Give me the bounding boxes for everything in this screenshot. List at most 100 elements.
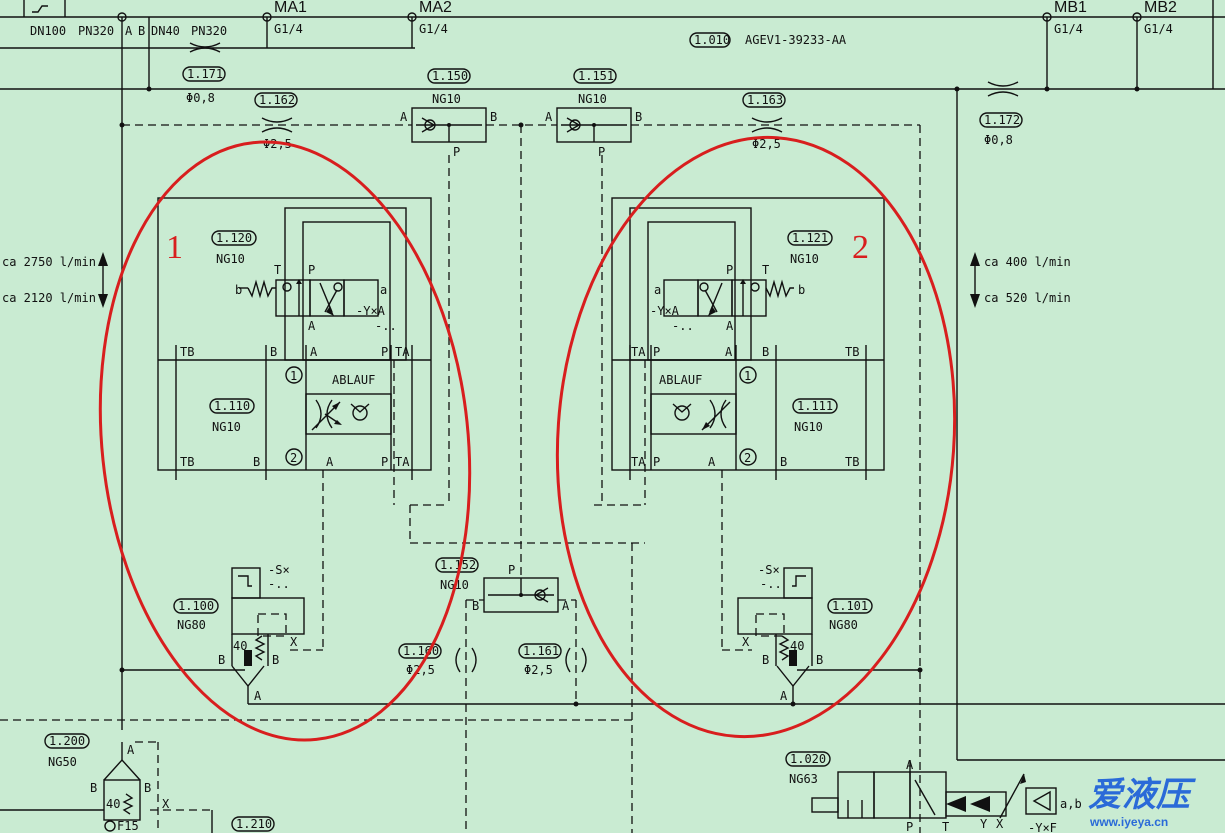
- c1162-id: 1.162: [259, 93, 295, 107]
- left-a-bot: A: [326, 455, 334, 469]
- right-b-bot: B: [780, 455, 787, 469]
- flow-left-down: ca 2120 l/min: [2, 291, 96, 305]
- c1121-dots: -..: [672, 319, 694, 333]
- flow-right-up: ca 400 l/min: [984, 255, 1071, 269]
- c1150-port-a: A: [400, 110, 408, 124]
- c1110-size: NG10: [212, 420, 241, 434]
- c1200-size: NG50: [48, 755, 77, 769]
- right-b-top: B: [762, 345, 769, 359]
- c1150-size: NG10: [432, 92, 461, 106]
- left-circle-2: 2: [290, 451, 297, 465]
- left-b-bot: B: [253, 455, 260, 469]
- c1200-b-right: B: [144, 781, 151, 795]
- c1161-spec: Φ2,5: [524, 663, 553, 677]
- drawing-code: AGEV1-39233-AA: [745, 33, 847, 47]
- flow-right-down: ca 520 l/min: [984, 291, 1071, 305]
- c1163-id: 1.163: [747, 93, 783, 107]
- drawing-ref-badge: [689, 32, 731, 48]
- marker-2: 2: [852, 229, 869, 266]
- c1101-a: A: [780, 689, 788, 703]
- shuttle-valve-1150: [411, 107, 487, 143]
- c1160-spec: Φ2,5: [406, 663, 435, 677]
- c1100-dots: -..: [268, 577, 290, 591]
- c1151-port-p: P: [598, 145, 605, 159]
- c1100-b-left: B: [218, 653, 225, 667]
- cartridge-valve-1100: [231, 567, 305, 704]
- right-p-bot: P: [653, 455, 660, 469]
- c1120-dots: -..: [375, 319, 397, 333]
- pn320-label: PN320: [78, 24, 114, 38]
- c1210-id: 1.210: [236, 817, 272, 831]
- right-flow-arrows: [970, 252, 980, 308]
- c1121-p: P: [726, 263, 733, 277]
- c1121-id: 1.121: [792, 231, 828, 245]
- c1121-port-a: A: [726, 319, 734, 333]
- left-tb-top: TB: [180, 345, 194, 359]
- red-circle-left: [98, 140, 472, 742]
- left-a-top: A: [310, 345, 318, 359]
- c1111-id: 1.111: [797, 399, 833, 413]
- c1171-id: 1.171: [187, 67, 223, 81]
- mb1-thread: G1/4: [1054, 22, 1083, 36]
- c1152-id: 1.152: [440, 558, 476, 572]
- c1172-id: 1.172: [984, 113, 1020, 127]
- c1120-port-a: A: [308, 319, 316, 333]
- c1100-a: A: [254, 689, 262, 703]
- main-lines: [119, 89, 1225, 761]
- right-p-top: P: [653, 345, 660, 359]
- c1200-x: X: [162, 797, 170, 811]
- c1200-id: 1.200: [49, 734, 85, 748]
- c1020-y: Y: [980, 817, 988, 831]
- c1100-b-right: B: [272, 653, 279, 667]
- right-a-bot: A: [708, 455, 716, 469]
- shuttle-valve-1152: [466, 577, 576, 613]
- c1120-a: a: [380, 283, 387, 297]
- left-valve-block: [157, 197, 432, 480]
- right-tb-bot: TB: [845, 455, 859, 469]
- c1020-p: P: [906, 820, 913, 833]
- mb1-label: MB1: [1054, 0, 1087, 16]
- c1121-a: a: [654, 283, 661, 297]
- drawing-ref: 1.010: [694, 33, 730, 47]
- c1150-id: 1.150: [432, 69, 468, 83]
- c1101-b-left: B: [762, 653, 769, 667]
- c1200-f15: F15: [117, 819, 139, 833]
- c1150-port-p: P: [453, 145, 460, 159]
- c1020-yxf: -Y×F: [1028, 821, 1057, 833]
- c1020-ab: a,b: [1060, 797, 1082, 811]
- marker-1: 1: [166, 229, 183, 266]
- c1150-port-b: B: [490, 110, 497, 124]
- shuttle-valve-1151: [556, 107, 632, 143]
- left-ta-bot: TA: [395, 455, 410, 469]
- c1151-port-b: B: [635, 110, 642, 124]
- left-ablauf: ABLAUF: [332, 373, 375, 387]
- c1101-size: NG80: [829, 618, 858, 632]
- left-p-bot: P: [381, 455, 388, 469]
- c1121-t: T: [762, 263, 769, 277]
- dn40-label: DN40: [151, 24, 180, 38]
- c1120-id: 1.120: [216, 231, 252, 245]
- ma2-label: MA2: [419, 0, 452, 16]
- pilot-lines: [0, 122, 921, 833]
- c1121-b: b: [798, 283, 805, 297]
- header-lines: [0, 0, 1225, 730]
- c1152-b: B: [472, 599, 479, 613]
- watermark-logo: 爱液压: [1088, 776, 1196, 814]
- c1101-id: 1.101: [832, 599, 868, 613]
- c1101-spring: 40: [790, 639, 804, 653]
- c1101-dots: -..: [760, 577, 782, 591]
- c1100-size: NG80: [177, 618, 206, 632]
- c1163-spec: Φ2,5: [752, 137, 781, 151]
- c1120-size: NG10: [216, 252, 245, 266]
- right-a-top: A: [725, 345, 733, 359]
- c1120-yxa: -Y×A: [356, 304, 386, 318]
- c1171-spec: Φ0,8: [186, 91, 215, 105]
- directional-valve-1020: [811, 760, 1057, 819]
- left-circle-1: 1: [290, 369, 297, 383]
- right-circle-2: 2: [744, 451, 751, 465]
- c1100-sx: -S×: [268, 563, 290, 577]
- c1120-p: P: [308, 263, 315, 277]
- c1200-a: A: [127, 743, 135, 757]
- right-ta-top: TA: [631, 345, 646, 359]
- c1200-b-left: B: [90, 781, 97, 795]
